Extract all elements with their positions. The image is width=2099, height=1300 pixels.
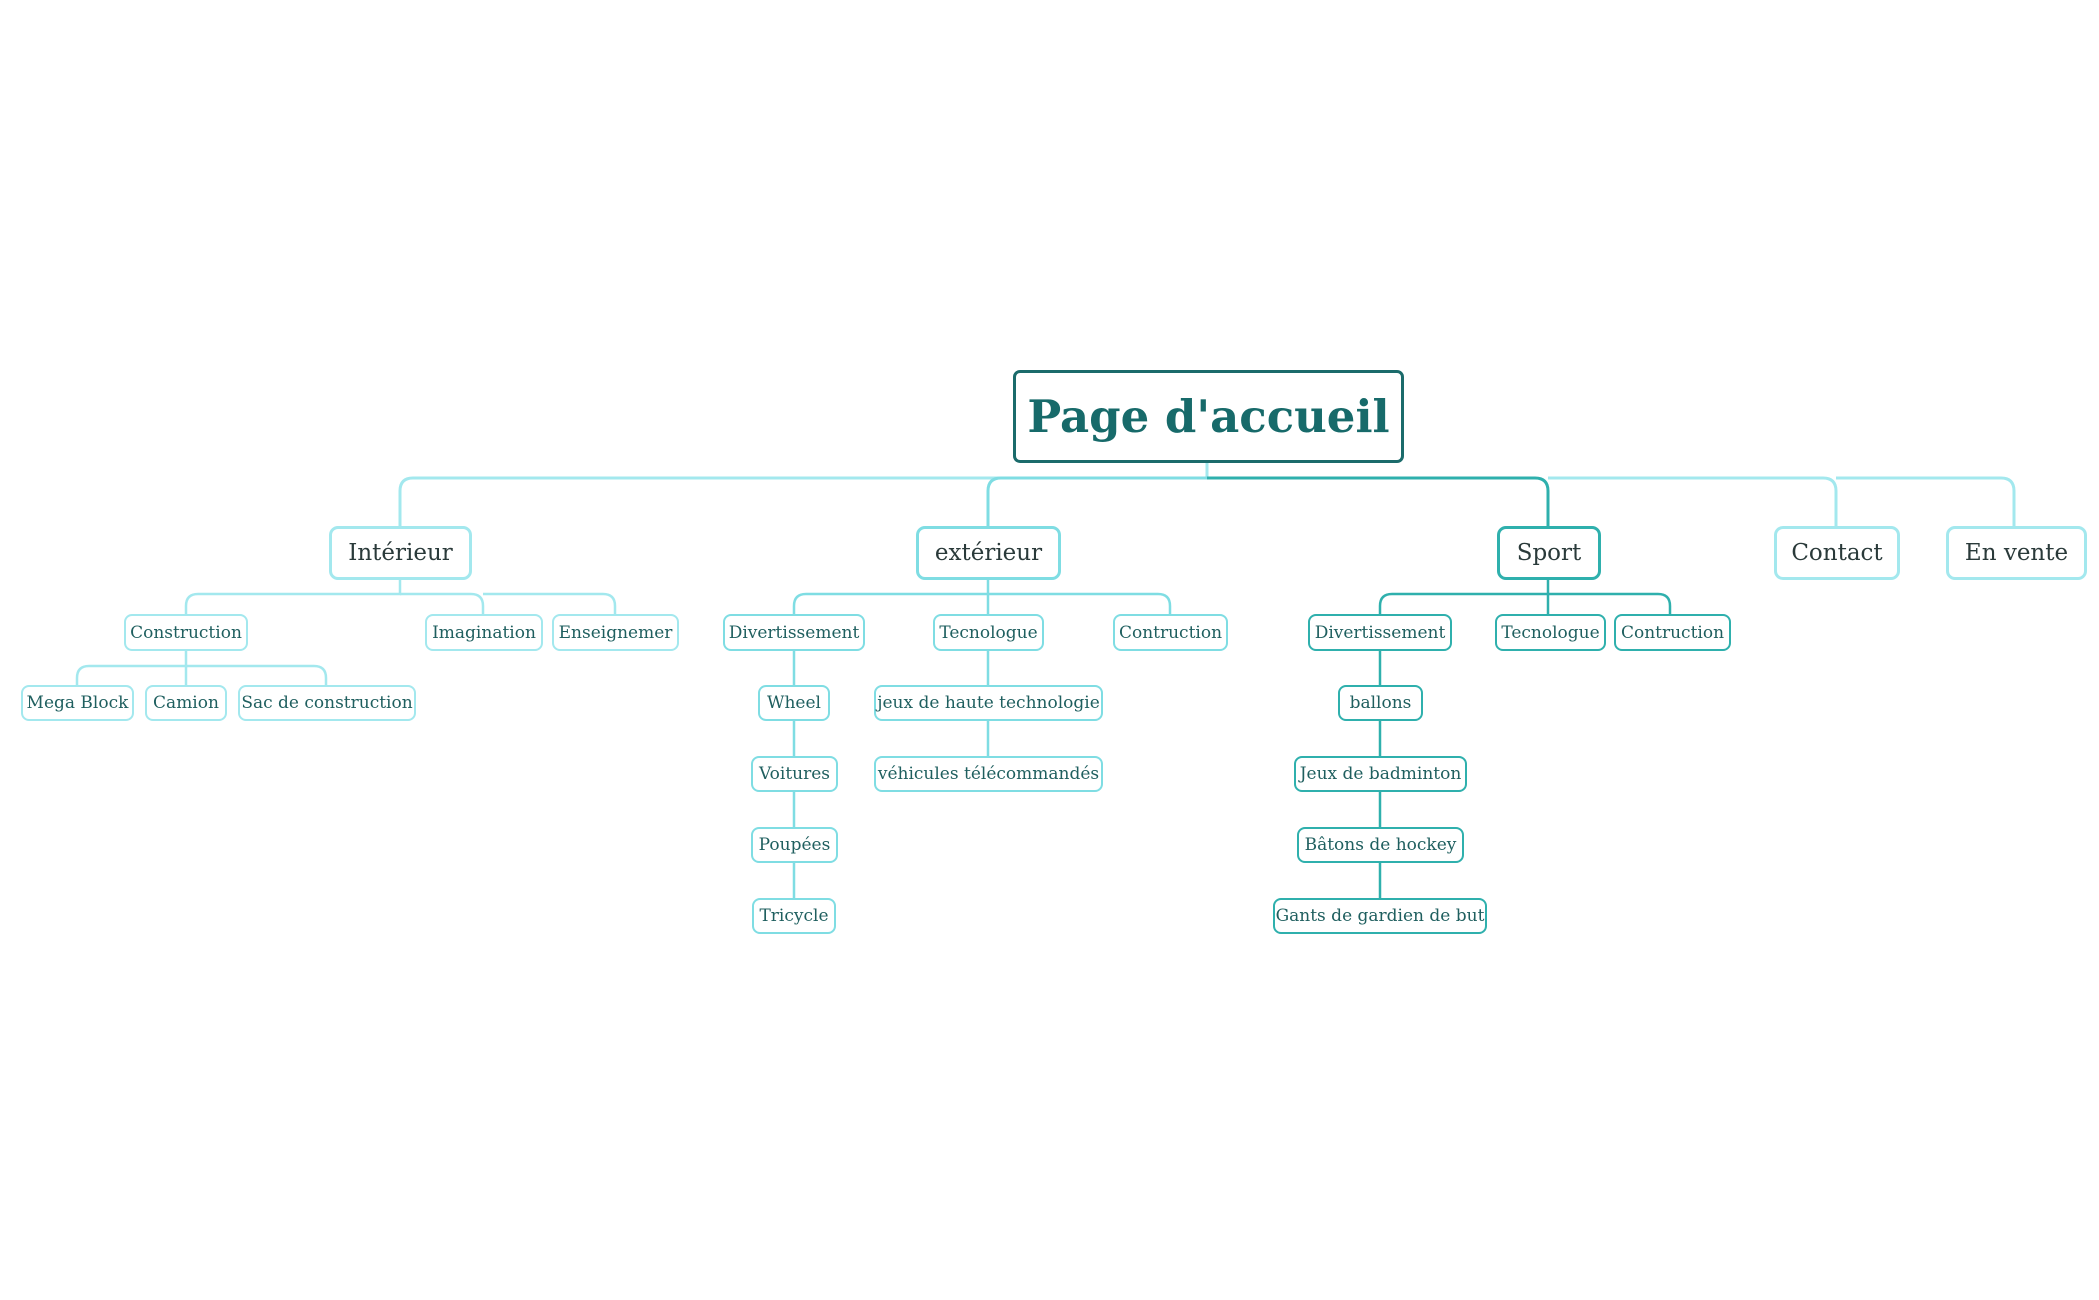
node-construction[interactable]: Construction: [124, 614, 248, 651]
node-ballons[interactable]: ballons: [1338, 685, 1423, 721]
link-root-exterieur: [986, 476, 1207, 526]
link-sport-contruction: [1548, 592, 1672, 614]
node-imagination[interactable]: Imagination: [425, 614, 543, 651]
node-jeux-de-badminton[interactable]: Jeux de badminton: [1294, 756, 1467, 792]
node-ext-tecnologue[interactable]: Tecnologue: [933, 614, 1044, 651]
link-root-contact: [1548, 476, 1838, 526]
node-sport-divertissement[interactable]: Divertissement: [1308, 614, 1452, 651]
node-sac-de-construction[interactable]: Sac de construction: [238, 685, 416, 721]
root-node-page-accueil[interactable]: Page d'accueil: [1013, 370, 1404, 463]
node-ext-contruction[interactable]: Contruction: [1113, 614, 1228, 651]
node-jeux-haute-technologie[interactable]: jeux de haute technologie: [874, 685, 1103, 721]
root-label: Page d'accueil: [1027, 390, 1390, 443]
branch-node-interieur[interactable]: Intérieur: [329, 526, 472, 580]
branch-label: extérieur: [934, 540, 1043, 566]
branch-node-en-vente[interactable]: En vente: [1946, 526, 2087, 580]
link-exterieur-divertissement: [792, 580, 990, 614]
node-sport-tecnologue[interactable]: Tecnologue: [1495, 614, 1606, 651]
node-wheel[interactable]: Wheel: [758, 685, 830, 721]
node-tricycle[interactable]: Tricycle: [752, 898, 836, 934]
node-sport-contruction[interactable]: Contruction: [1614, 614, 1731, 651]
link-root-sport: [1207, 476, 1550, 526]
branch-label: En vente: [1964, 540, 2069, 566]
link-interieur-imagination: [400, 592, 485, 614]
link-construction-sac: [186, 664, 328, 685]
node-enseignemer[interactable]: Enseignemer: [552, 614, 679, 651]
branch-node-exterieur[interactable]: extérieur: [916, 526, 1061, 580]
node-mega-block[interactable]: Mega Block: [21, 685, 134, 721]
node-ext-divertissement[interactable]: Divertissement: [723, 614, 865, 651]
link-exterieur-contruction: [988, 592, 1172, 614]
link-root-interieur: [398, 463, 1209, 526]
link-sport-divertissement: [1378, 580, 1550, 614]
node-voitures[interactable]: Voitures: [751, 756, 838, 792]
branch-node-contact[interactable]: Contact: [1774, 526, 1900, 580]
link-construction-megablock: [75, 651, 188, 685]
node-camion[interactable]: Camion: [145, 685, 227, 721]
branch-label: Contact: [1791, 540, 1883, 566]
node-batons-de-hockey[interactable]: Bâtons de hockey: [1297, 827, 1464, 863]
branch-label: Intérieur: [348, 540, 453, 566]
node-poupees[interactable]: Poupées: [751, 827, 838, 863]
link-interieur-enseignemer: [483, 592, 617, 614]
branch-node-sport[interactable]: Sport: [1497, 526, 1601, 580]
link-interieur-construction: [184, 580, 402, 614]
node-vehicules-telecommandes[interactable]: véhicules télécommandés: [874, 756, 1103, 792]
link-root-envente: [1836, 476, 2016, 526]
node-gants-de-gardien-de-but[interactable]: Gants de gardien de but: [1273, 898, 1487, 934]
branch-label: Sport: [1516, 540, 1582, 566]
